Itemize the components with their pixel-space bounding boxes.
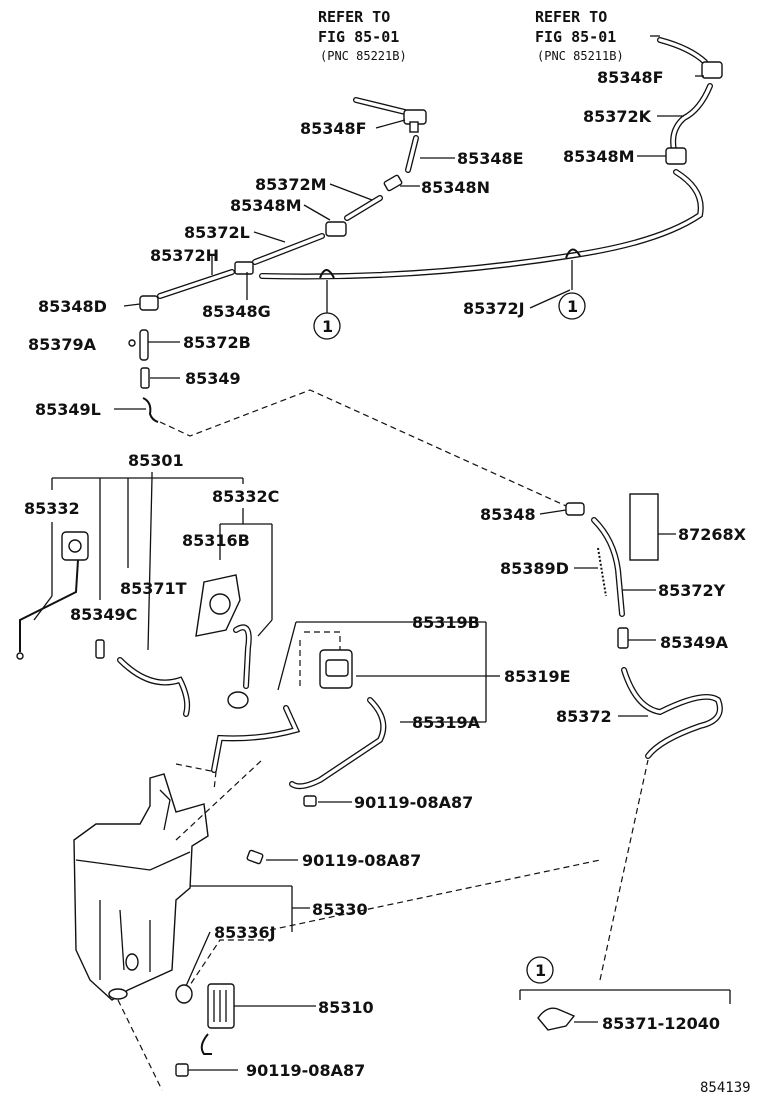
- ref-left-line2: FIG 85-01: [318, 28, 399, 46]
- bolt-90119-a: 90119-08A87: [303, 793, 473, 812]
- label-85348G: 85348G: [202, 302, 271, 321]
- label-85372M: 85372M: [255, 175, 327, 194]
- label-85372B: 85372B: [183, 333, 251, 352]
- bolt-90119-b: 90119-08A87: [246, 849, 421, 870]
- label-85349L: 85349L: [35, 400, 101, 419]
- label-85336J: 85336J: [214, 923, 276, 942]
- callout-1a: 1: [313, 312, 341, 340]
- washer-tank: [73, 759, 649, 1091]
- label-85332C: 85332C: [212, 487, 279, 506]
- figure-number: 854139: [700, 1080, 751, 1096]
- callout-box-1: 1 85371-12040: [519, 956, 731, 1033]
- reference-note-right: REFER TO FIG 85-01 (PNC 85211B): [535, 8, 624, 63]
- label-85349C: 85349C: [70, 605, 137, 624]
- label-85316B: 85316B: [182, 531, 250, 550]
- ref-left-line1: REFER TO: [318, 8, 390, 26]
- label-85348E: 85348E: [457, 149, 524, 168]
- label-85379A: 85379A: [28, 335, 97, 354]
- reference-note-left: REFER TO FIG 85-01 (PNC 85221B): [318, 8, 407, 63]
- label-85371T: 85371T: [120, 579, 187, 598]
- label-85301: 85301: [128, 451, 184, 470]
- label-85330: 85330: [312, 900, 368, 919]
- group-85319: 85319B 85319E 85319A: [211, 613, 571, 790]
- label-85348: 85348: [480, 505, 536, 524]
- label-85348D: 85348D: [38, 297, 107, 316]
- bolt-90119-c: 90119-08A87: [175, 1061, 365, 1080]
- label-85372K: 85372K: [583, 107, 652, 126]
- label-85348F-right: 85348F: [597, 68, 664, 87]
- right-side-group: 85348 87268X 85389D 85372Y 85349A 85372: [480, 493, 747, 759]
- label-90119-08A87-c: 90119-08A87: [246, 1061, 365, 1080]
- label-85310: 85310: [318, 998, 374, 1017]
- label-85348N: 85348N: [421, 178, 490, 197]
- label-85372Y: 85372Y: [658, 581, 726, 600]
- label-87268X: 87268X: [678, 525, 747, 544]
- label-85372: 85372: [556, 707, 612, 726]
- callout-1b: 1: [558, 292, 586, 320]
- label-85372J: 85372J: [463, 299, 525, 318]
- label-85372H: 85372H: [150, 246, 219, 265]
- label-85348F-left: 85348F: [300, 119, 367, 138]
- upper-leader-lines: [114, 35, 704, 410]
- ref-right-line2: FIG 85-01: [535, 28, 616, 46]
- svg-text:1: 1: [535, 961, 546, 980]
- ref-right-line1: REFER TO: [535, 8, 607, 26]
- label-85332: 85332: [24, 499, 80, 518]
- label-90119-08A87-a: 90119-08A87: [354, 793, 473, 812]
- label-85348M-right: 85348M: [563, 147, 635, 166]
- svg-text:1: 1: [567, 297, 578, 316]
- label-85319A: 85319A: [412, 713, 481, 732]
- tank-labels: 85330 85336J 85310: [175, 885, 374, 1055]
- ref-left-line3: (PNC 85221B): [320, 49, 407, 63]
- upper-hose-assembly: [128, 37, 723, 423]
- label-85389D: 85389D: [500, 559, 569, 578]
- label-85348M-left: 85348M: [230, 196, 302, 215]
- group-85301: 85301 85332 85332C 85316B 85371T 85349C: [16, 451, 279, 717]
- svg-text:1: 1: [322, 317, 333, 336]
- label-85371-12040: 85371-12040: [602, 1014, 720, 1033]
- label-90119-08A87-b: 90119-08A87: [302, 851, 421, 870]
- ref-right-line3: (PNC 85211B): [537, 49, 624, 63]
- label-85349A: 85349A: [660, 633, 729, 652]
- label-85349: 85349: [185, 369, 241, 388]
- label-85319E: 85319E: [504, 667, 571, 686]
- label-85372L: 85372L: [184, 223, 250, 242]
